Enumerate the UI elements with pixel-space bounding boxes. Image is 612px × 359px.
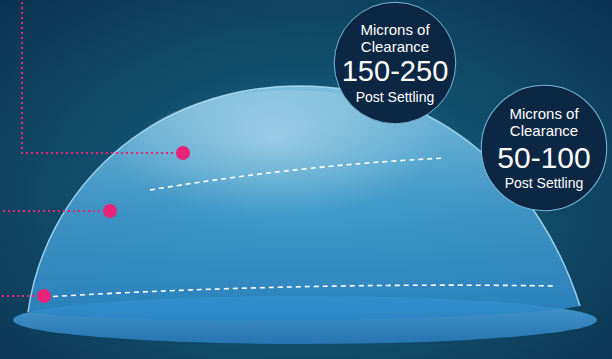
clearance-value: 50-100 bbox=[497, 141, 590, 174]
clearance-circle: Microns of Clearance150-250Post Settling bbox=[333, 1, 457, 125]
clearance-value: 150-250 bbox=[342, 56, 449, 88]
clearance-text: Microns of Clearance bbox=[498, 105, 590, 140]
clearance-circle: Microns of Clearance50-100Post Settling bbox=[480, 84, 608, 212]
clearance-text: Post Settling bbox=[345, 89, 445, 105]
clearance-text: Microns of Clearance bbox=[349, 21, 441, 56]
clearance-text: Post Settling bbox=[494, 175, 594, 191]
